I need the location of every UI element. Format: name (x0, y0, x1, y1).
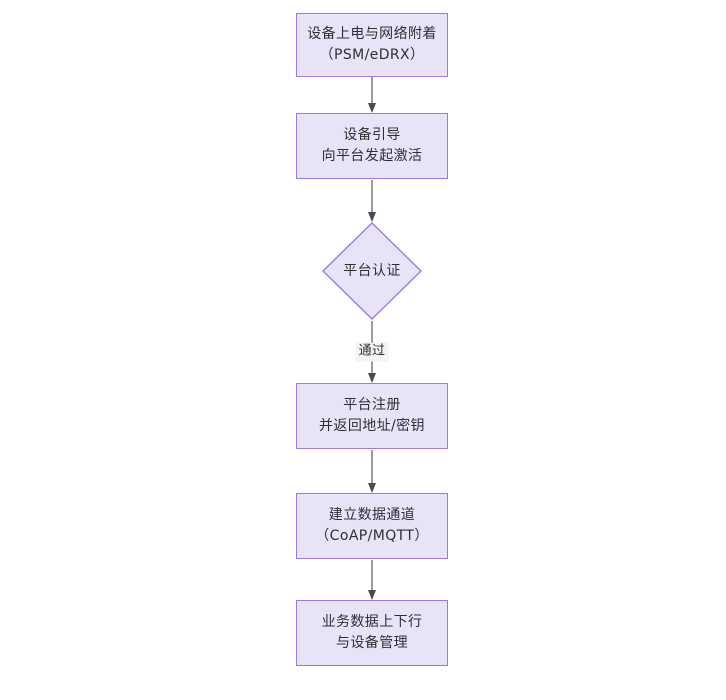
node-service-data[interactable]: 业务数据上下行 与设备管理 (296, 600, 448, 666)
node-platform-register-line-2: 并返回地址/密钥 (319, 418, 425, 434)
node-bootstrap-line-1: 设备引导 (343, 127, 401, 143)
node-bootstrap[interactable]: 设备引导 向平台发起激活 (296, 113, 448, 179)
node-power-on-line-2: （PSM/eDRX） (319, 47, 425, 63)
node-data-channel[interactable]: 建立数据通道 （CoAP/MQTT） (296, 493, 448, 559)
node-platform-auth-label: 平台认证 (343, 262, 401, 279)
node-data-channel-line-1: 建立数据通道 (328, 507, 416, 523)
node-platform-auth[interactable]: 平台认证 (322, 222, 422, 320)
node-platform-register-line-1: 平台注册 (343, 397, 401, 413)
node-platform-register[interactable]: 平台注册 并返回地址/密钥 (296, 383, 448, 449)
node-power-on-line-1: 设备上电与网络附着 (307, 26, 437, 42)
node-bootstrap-line-2: 向平台发起激活 (321, 148, 423, 164)
node-power-on[interactable]: 设备上电与网络附着 （PSM/eDRX） (296, 13, 448, 77)
node-service-data-line-2: 与设备管理 (336, 635, 408, 651)
node-service-data-line-1: 业务数据上下行 (321, 614, 423, 630)
diamond-shape (322, 222, 422, 320)
edge-label-pass: 通过 (355, 342, 389, 362)
node-data-channel-line-2: （CoAP/MQTT） (315, 528, 429, 544)
